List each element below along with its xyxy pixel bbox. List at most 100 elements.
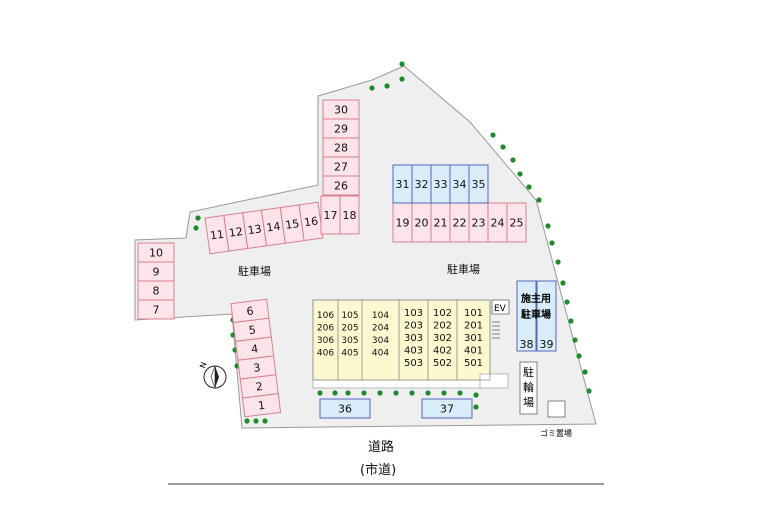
tree-dot bbox=[526, 184, 532, 190]
tree-dot bbox=[393, 390, 399, 396]
tree-dot bbox=[545, 223, 551, 229]
parking-lot-number: 4 bbox=[250, 342, 259, 356]
unit-number: 205 bbox=[341, 324, 358, 334]
parking-lot-23: 23 bbox=[468, 202, 489, 243]
parking-lot-27: 27 bbox=[322, 156, 360, 177]
parking-lot-15: 15 bbox=[279, 204, 305, 244]
owner-parking-label-1: 施主用 bbox=[521, 292, 551, 305]
tree-dot bbox=[568, 318, 574, 324]
tree-dot bbox=[253, 418, 259, 424]
tree-dot bbox=[500, 144, 506, 150]
parking-lot-number: 1 bbox=[257, 399, 266, 413]
parking-lot-19: 19 bbox=[392, 202, 413, 243]
tree-dot bbox=[576, 353, 582, 359]
tree-dot bbox=[425, 390, 431, 396]
parking-lot-number: 23 bbox=[472, 217, 486, 230]
parking-label-right: 駐車場 bbox=[447, 262, 480, 276]
tree-dot bbox=[193, 225, 199, 231]
parking-lot-24: 24 bbox=[487, 202, 508, 243]
unit-number: 501 bbox=[464, 358, 483, 369]
tree-dot bbox=[490, 132, 496, 138]
parking-lot-number: 39 bbox=[540, 338, 554, 351]
bike-parking-label-1: 駐 bbox=[523, 365, 534, 379]
parking-lot-22: 22 bbox=[449, 202, 470, 243]
tree-dot bbox=[473, 404, 479, 410]
parking-lot-32: 32 bbox=[411, 164, 432, 204]
parking-lot-number: 26 bbox=[334, 180, 348, 193]
tree-dot bbox=[510, 157, 516, 163]
parking-lot-8: 8 bbox=[137, 280, 175, 301]
tree-dot bbox=[244, 418, 250, 424]
parking-lot-number: 12 bbox=[228, 225, 244, 240]
parking-lot-36: 36 bbox=[319, 398, 371, 419]
parking-lot-number: 36 bbox=[338, 403, 352, 416]
parking-lot-29: 29 bbox=[322, 118, 360, 139]
tree-dot bbox=[473, 392, 479, 398]
unit-number: 305 bbox=[341, 336, 358, 346]
parking-lot-number: 31 bbox=[396, 178, 410, 191]
tree-dot bbox=[441, 390, 447, 396]
trees bbox=[193, 61, 592, 424]
parking-lot-number: 20 bbox=[415, 217, 429, 230]
parking-lot-38: 38 bbox=[516, 280, 537, 352]
tree-dot bbox=[560, 280, 566, 286]
unit-number: 103 bbox=[404, 308, 423, 319]
parking-lot-number: 21 bbox=[434, 217, 448, 230]
tree-dot bbox=[457, 390, 463, 396]
tree-dot bbox=[409, 390, 415, 396]
parking-lot-number: 37 bbox=[440, 403, 454, 416]
parking-lot-number: 22 bbox=[453, 217, 467, 230]
unit-number: 402 bbox=[433, 346, 452, 357]
tree-dot bbox=[377, 390, 383, 396]
bike-parking: 駐 輪 場 bbox=[519, 361, 538, 415]
road-sub-label: (市道) bbox=[360, 462, 396, 478]
unit-number: 403 bbox=[404, 346, 423, 357]
parking-lot-11: 11 bbox=[204, 214, 230, 255]
unit-number: 405 bbox=[341, 349, 358, 359]
tree-dot bbox=[384, 83, 390, 89]
unit-number: 102 bbox=[433, 308, 452, 319]
elevator: EV bbox=[491, 299, 510, 339]
road-label: 道路 bbox=[368, 439, 394, 455]
parking-lot-number: 30 bbox=[334, 104, 348, 117]
parking-lot-20: 20 bbox=[411, 202, 432, 243]
tree-dot bbox=[586, 388, 592, 394]
parking-lot-number: 8 bbox=[153, 285, 160, 298]
parking-lot-39: 39 bbox=[536, 280, 557, 352]
unit-number: 406 bbox=[317, 349, 334, 359]
parking-lot-number: 32 bbox=[415, 178, 429, 191]
unit-number: 106 bbox=[317, 311, 334, 321]
parking-lot-number: 2 bbox=[255, 380, 264, 394]
unit-number: 201 bbox=[464, 321, 483, 332]
unit-number: 404 bbox=[372, 349, 389, 359]
parking-lot-number: 38 bbox=[520, 338, 534, 351]
tree-dot bbox=[262, 418, 268, 424]
garbage-area: ゴミ置場 bbox=[540, 400, 572, 438]
apartment-building: 1062063064061052053054051042043044041032… bbox=[312, 299, 509, 389]
parking-lot-number: 15 bbox=[284, 217, 300, 232]
parking-lot-number: 33 bbox=[434, 178, 448, 191]
parking-lot-number: 7 bbox=[153, 304, 160, 317]
tree-dot bbox=[517, 171, 523, 177]
parking-lot-number: 5 bbox=[248, 323, 257, 337]
parking-lot-21: 21 bbox=[430, 202, 451, 243]
tree-dot bbox=[536, 197, 542, 203]
unit-number: 206 bbox=[317, 324, 334, 334]
parking-lot-35: 35 bbox=[468, 164, 489, 204]
parking-lot-number: 3 bbox=[253, 361, 262, 375]
parking-lot-number: 17 bbox=[324, 209, 338, 222]
garbage-label: ゴミ置場 bbox=[540, 428, 572, 438]
parking-lot-number: 34 bbox=[453, 178, 467, 191]
tree-dot bbox=[332, 390, 338, 396]
tree-dot bbox=[549, 240, 555, 246]
parking-lot-number: 25 bbox=[510, 217, 524, 230]
parking-lot-28: 28 bbox=[322, 137, 360, 158]
parking-lot-number: 11 bbox=[209, 228, 225, 243]
parking-lot-number: 28 bbox=[334, 142, 348, 155]
unit-number: 503 bbox=[404, 358, 423, 369]
unit-number: 306 bbox=[317, 336, 334, 346]
tree-dot bbox=[582, 369, 588, 375]
parking-lot-17: 17 bbox=[320, 195, 341, 235]
parking-lot-37: 37 bbox=[421, 398, 473, 419]
